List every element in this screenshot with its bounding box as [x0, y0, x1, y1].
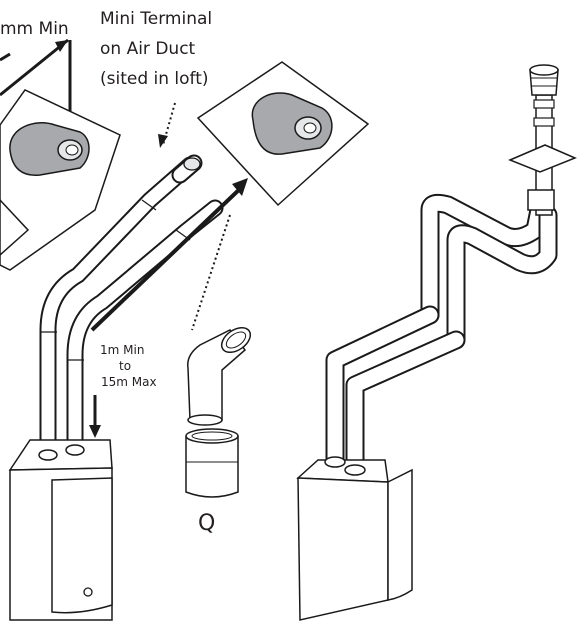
left-boiler: [8, 439, 113, 621]
roof-plate-left: [0, 89, 121, 271]
duct-length-arrow: [89, 178, 248, 438]
right-flue-system: [325, 64, 577, 478]
fitting-q: [185, 326, 252, 498]
label-duct-length-3: 15m Max: [101, 375, 157, 389]
label-fitting-q: Q: [198, 511, 215, 536]
label-duct-length-1: 1m Min: [100, 343, 144, 357]
left-ducts: [39, 154, 224, 464]
right-boiler: [296, 456, 413, 621]
roof-plate-right: [196, 61, 370, 207]
label-duct-length-2: to: [119, 359, 131, 373]
label-mini-terminal-2: on Air Duct: [100, 39, 196, 59]
diagram-labels: mm Min Mini Terminal on Air Duct (sited …: [0, 9, 215, 536]
label-top-min: mm Min: [0, 19, 69, 39]
label-mini-terminal-3: (sited in loft): [100, 69, 209, 89]
label-mini-terminal-1: Mini Terminal: [100, 9, 212, 29]
mini-terminal-leader: [158, 102, 176, 148]
